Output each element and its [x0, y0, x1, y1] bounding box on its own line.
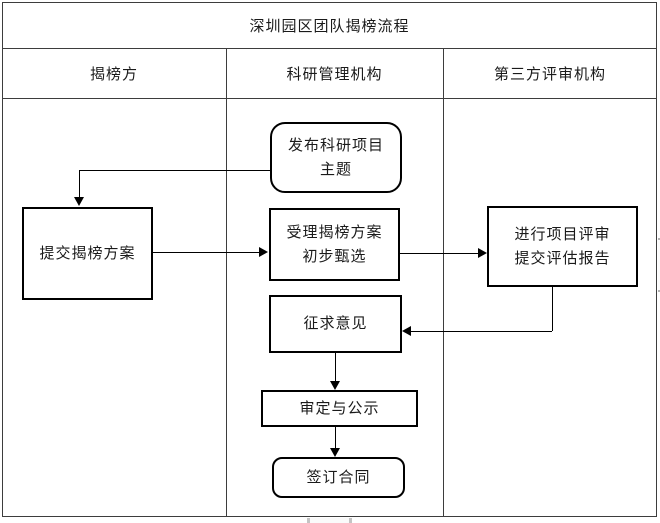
- connector-review-to-solicit-v: [552, 287, 553, 331]
- node-review-report[interactable]: 进行项目评审 提交评估报告: [487, 206, 638, 287]
- node-approve-publicize[interactable]: 审定与公示: [261, 390, 418, 427]
- node-publish-topic[interactable]: 发布科研项目 主题: [270, 122, 402, 193]
- clipped-shape-right: [658, 238, 660, 292]
- title-row-divider: [2, 48, 657, 49]
- node-submit-plan[interactable]: 提交揭榜方案: [22, 207, 153, 300]
- connector-publish-to-submit-v: [79, 170, 80, 197]
- table-outer-border: [2, 2, 657, 517]
- connector-review-to-solicit-h: [411, 331, 552, 332]
- lane-header-research-admin: 科研管理机构: [286, 67, 383, 83]
- node-accept-screen[interactable]: 受理揭榜方案 初步甄选: [269, 208, 400, 281]
- diagram-title: 深圳园区团队揭榜流程: [249, 18, 410, 35]
- header-row-divider: [2, 98, 657, 99]
- clipped-shape-bottom: [307, 518, 352, 523]
- arrowhead-down-icon: [330, 381, 340, 390]
- arrowhead-down-icon: [74, 197, 84, 206]
- arrowhead-left-icon: [402, 326, 411, 336]
- connector-solicit-to-approve: [335, 353, 336, 381]
- arrowhead-right-icon: [259, 247, 268, 257]
- arrowhead-right-icon: [478, 248, 487, 258]
- connector-approve-to-sign: [335, 427, 336, 448]
- arrowhead-down-icon: [330, 448, 340, 457]
- connector-accept-to-review: [400, 253, 478, 254]
- node-sign-contract[interactable]: 签订合同: [272, 457, 405, 498]
- connector-submit-to-accept: [153, 252, 259, 253]
- lane-header-third-party: 第三方评审机构: [493, 67, 606, 83]
- connector-publish-to-submit-h: [79, 170, 270, 171]
- lane-divider-2: [443, 48, 444, 517]
- node-solicit-opinions[interactable]: 征求意见: [269, 295, 402, 353]
- lane-header-bidder: 揭榜方: [89, 67, 138, 83]
- lane-divider-1: [226, 48, 227, 517]
